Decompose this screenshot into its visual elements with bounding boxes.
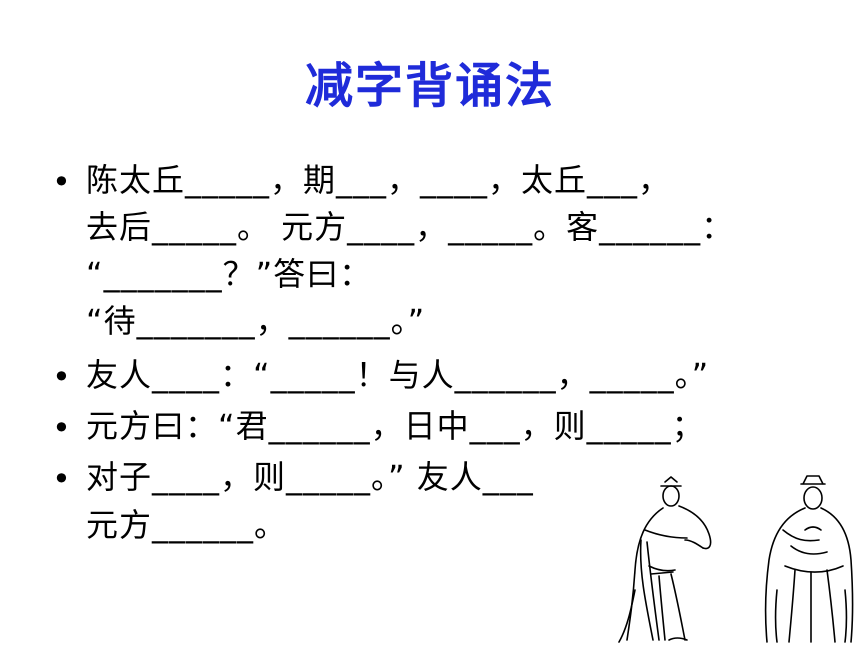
text-line: 陈太丘_____，期___，____，太丘___， — [86, 161, 672, 199]
text-line: 元方曰：“君______，日中___，则_____； — [86, 407, 705, 445]
bullet-point: • — [52, 409, 71, 447]
bullet-point: • — [52, 163, 71, 201]
ancient-figures-illustration — [618, 475, 854, 643]
text-line: “待_______，______。” — [86, 302, 426, 340]
text-line: “_______？”答曰： — [86, 255, 373, 293]
text-line: 去后_____。 元方____，_____。客______： — [86, 208, 735, 246]
slide-title: 减字背诵法 — [304, 58, 555, 114]
bullet-point: • — [52, 358, 71, 396]
bullet-point: • — [52, 460, 71, 498]
text-line: 友人____：“_____！与人______，_____。” — [86, 356, 710, 394]
text-line: 对子____，则_____。” 友人___ — [86, 458, 534, 496]
text-line: 元方______。 — [86, 506, 288, 544]
